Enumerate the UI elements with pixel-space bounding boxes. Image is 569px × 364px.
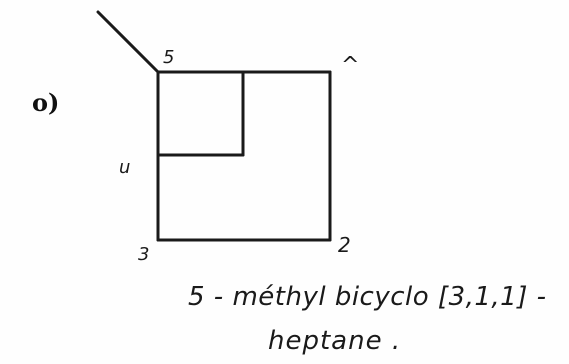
atom-label-2: 2 [338, 233, 351, 257]
methyl-bond [96, 10, 160, 74]
atom-label-1: ^ [341, 53, 360, 78]
atom-label-5: 5 [163, 47, 175, 68]
compound-name-line-1: 5 - méthyl bicyclo [3,1,1] - [188, 282, 547, 312]
atom-label-3: 3 [138, 244, 150, 265]
atom-label-4: u [119, 157, 131, 178]
compound-name-line-2: heptane . [268, 326, 402, 356]
question-label: o) [32, 88, 60, 117]
